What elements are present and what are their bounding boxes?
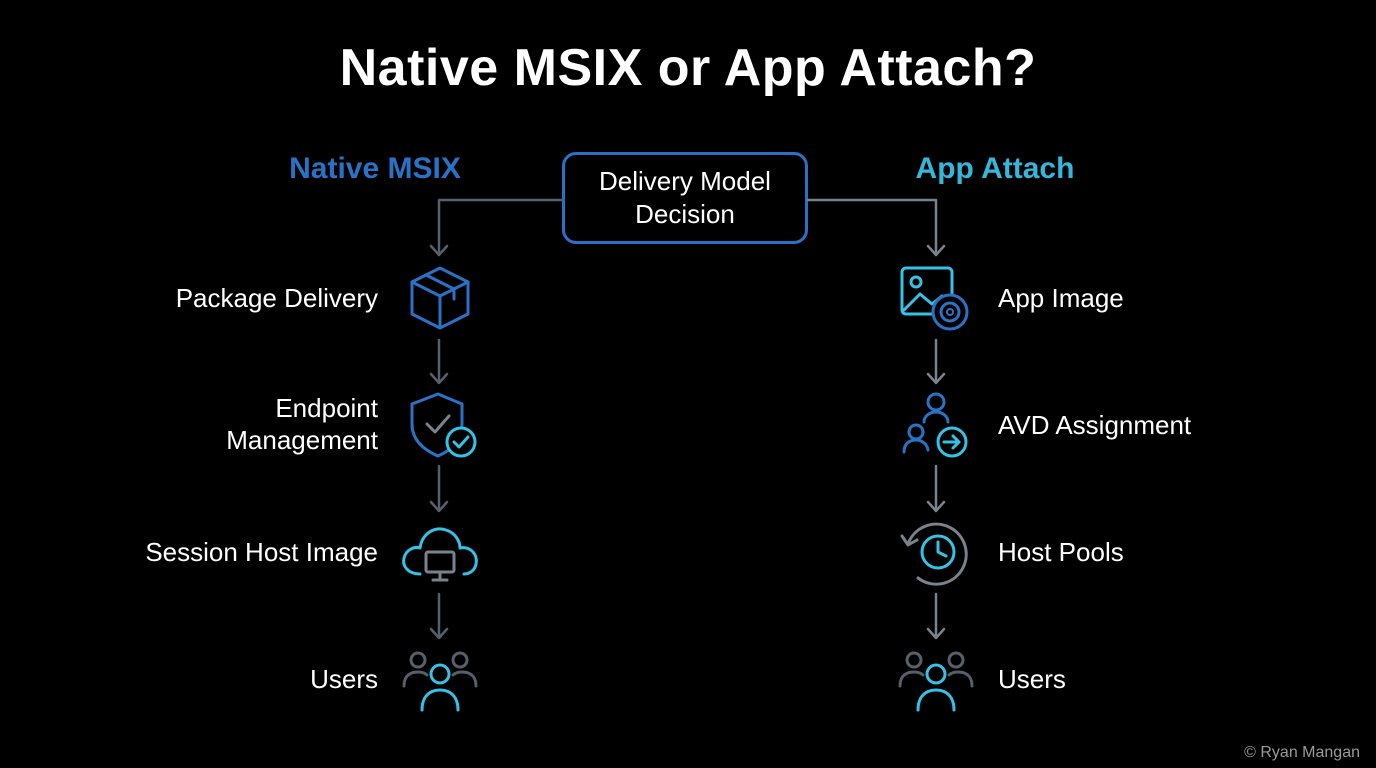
left-arrow-2 [429,464,449,513]
page-title: Native MSIX or App Attach? [339,39,1037,97]
cloud-monitor-icon [400,514,480,594]
step-app-image: App Image [998,283,1124,313]
copyright-notice: © Ryan Mangan [1244,744,1360,761]
user-assign-icon [896,386,976,466]
right-arrow-2 [926,464,946,513]
right-arrow-1 [926,338,946,385]
users-icon [896,642,976,722]
shield-check-icon [400,386,480,466]
left-arrow-1 [429,338,449,385]
decision-label: Delivery Model Decision [599,166,771,229]
step-host-pools: Host Pools [998,537,1124,567]
step-avd-assignment: AVD Assignment [998,410,1192,440]
native-msix-header: Native MSIX [289,152,461,185]
left-branch-arrowhead [429,244,449,257]
image-disc-icon [896,258,976,338]
step-users-left: Users [310,664,378,694]
history-clock-icon [896,514,976,594]
app-attach-header: App Attach [915,152,1075,185]
right-branch-arrowhead [926,244,946,257]
step-session-host-image: Session Host Image [145,537,378,567]
package-icon [400,258,480,338]
left-branch-connector [437,198,564,257]
delivery-model-decision-box: Delivery Model Decision [562,152,808,244]
left-arrow-3 [429,592,449,640]
users-icon [400,642,480,722]
step-users-right: Users [998,664,1066,694]
step-endpoint-management: Endpoint Management [226,393,378,455]
step-package-delivery: Package Delivery [175,283,378,313]
right-branch-connector [806,198,938,257]
right-arrow-3 [926,592,946,640]
